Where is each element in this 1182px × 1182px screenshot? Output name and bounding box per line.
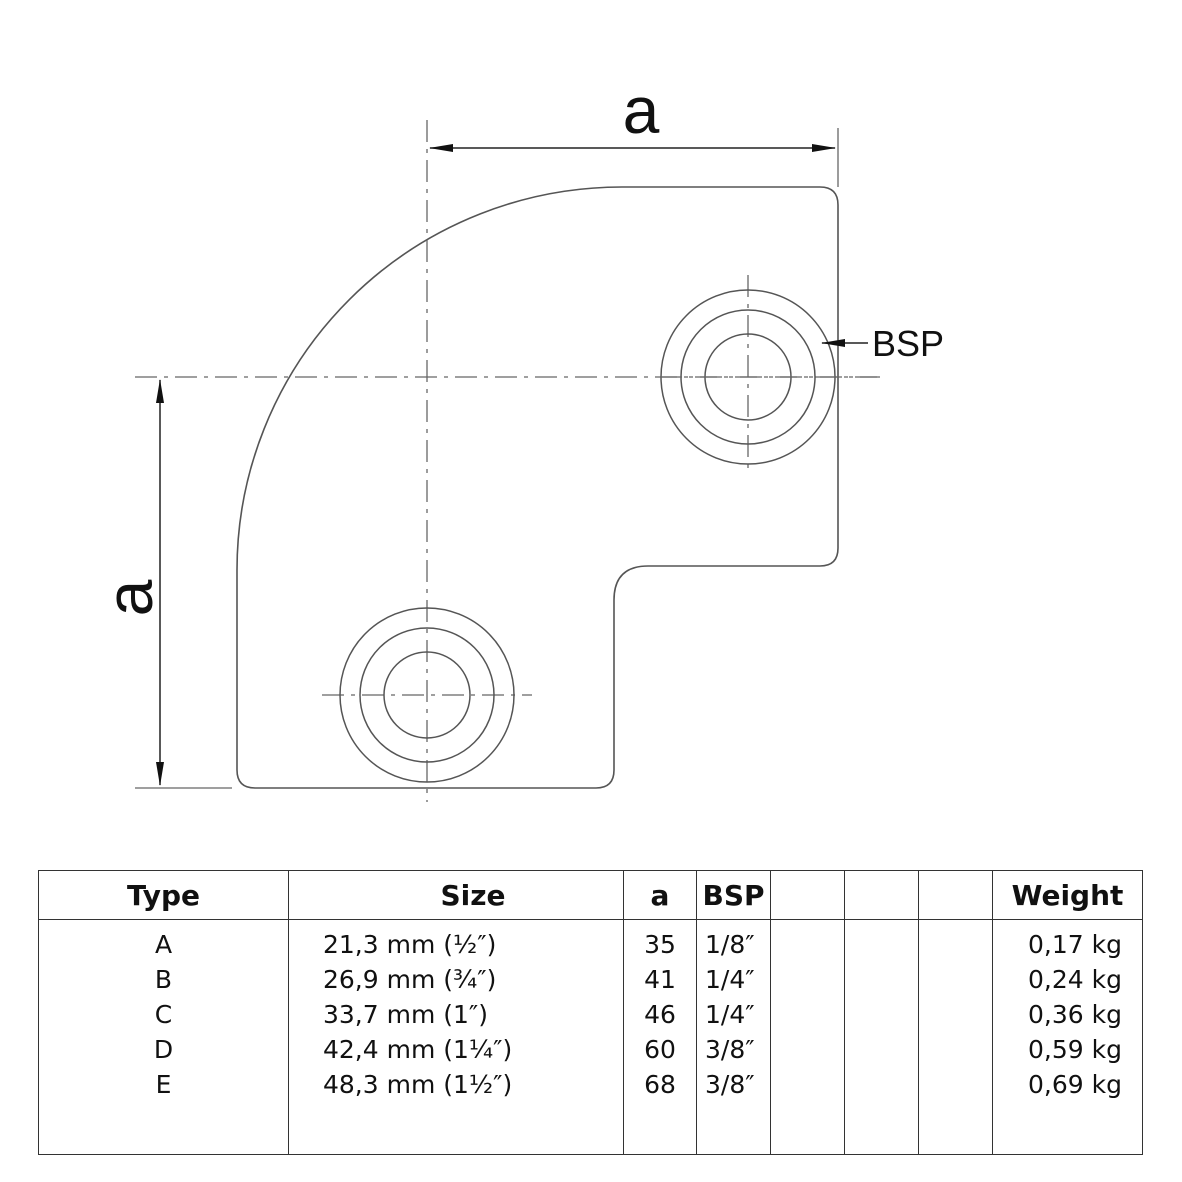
cell-blank [918,962,993,997]
cell-a: 41 [623,962,697,997]
cell-a: 46 [623,997,697,1032]
cell-blank [770,962,845,997]
cell-blank [770,1067,845,1102]
cell-weight: 0,36 kg [992,997,1143,1032]
cell-size: 26,9 mm (¾″) [288,962,624,997]
cell-blank [770,1102,845,1155]
header-size: Size [288,870,624,920]
cell-type: C [38,997,289,1032]
cell-bsp: 1/4″ [696,997,771,1032]
cell-weight: 0,59 kg [992,1032,1143,1067]
table-row: D 42,4 mm (1¼″) 60 3/8″ 0,59 kg [38,1032,1143,1067]
cell-size: 33,7 mm (1″) [288,997,624,1032]
cell-blank [918,1102,993,1155]
header-blank-1 [770,870,845,920]
cell-blank [770,919,845,962]
table-spacer-row [38,1102,1143,1155]
cell-bsp: 3/8″ [696,1032,771,1067]
cell-type: E [38,1067,289,1102]
cell-blank [918,919,993,962]
table-row: B 26,9 mm (¾″) 41 1/4″ 0,24 kg [38,962,1143,997]
table-row: C 33,7 mm (1″) 46 1/4″ 0,36 kg [38,997,1143,1032]
cell-blank [623,1102,697,1155]
header-blank-2 [844,870,919,920]
cell-blank [844,1067,919,1102]
cell-weight: 0,24 kg [992,962,1143,997]
cell-blank [844,919,919,962]
cell-type: D [38,1032,289,1067]
cell-type: A [38,919,289,962]
dimension-label-vertical: a [92,579,166,616]
cell-a: 60 [623,1032,697,1067]
cell-bsp: 1/4″ [696,962,771,997]
cell-blank [844,997,919,1032]
table-row: E 48,3 mm (1½″) 68 3/8″ 0,69 kg [38,1067,1143,1102]
cell-size: 42,4 mm (1¼″) [288,1032,624,1067]
fitting-outline [236,186,839,789]
cell-blank [844,1102,919,1155]
header-a: a [623,870,697,920]
cell-size: 21,3 mm (½″) [288,919,624,962]
cell-weight: 0,69 kg [992,1067,1143,1102]
cell-blank [770,1032,845,1067]
cell-size: 48,3 mm (1½″) [288,1067,624,1102]
specification-table: Type Size a BSP Weight A 21,3 mm (½″) 35… [38,870,1143,1155]
cell-a: 68 [623,1067,697,1102]
cell-blank [844,1032,919,1067]
extension-lines [135,128,839,789]
header-blank-3 [918,870,993,920]
bsp-callout-label: BSP [872,323,944,364]
bore-left [339,607,515,783]
cell-blank [288,1102,624,1155]
cell-blank [38,1102,289,1155]
header-type: Type [38,870,289,920]
cell-bsp: 1/8″ [696,919,771,962]
cell-type: B [38,962,289,997]
header-bsp: BSP [696,870,771,920]
elbow-fitting-drawing: a a BSP [92,73,944,802]
cell-bsp: 3/8″ [696,1067,771,1102]
dimension-label-horizontal: a [623,73,660,147]
table-row: A 21,3 mm (½″) 35 1/8″ 0,17 kg [38,919,1143,962]
cell-blank [844,962,919,997]
cell-blank [992,1102,1143,1155]
cell-blank [696,1102,771,1155]
header-weight: Weight [992,870,1143,920]
cell-blank [770,997,845,1032]
cell-blank [918,997,993,1032]
cell-blank [918,1032,993,1067]
table-header-row: Type Size a BSP Weight [38,870,1143,920]
cell-a: 35 [623,919,697,962]
cell-blank [918,1067,993,1102]
cell-weight: 0,17 kg [992,919,1143,962]
